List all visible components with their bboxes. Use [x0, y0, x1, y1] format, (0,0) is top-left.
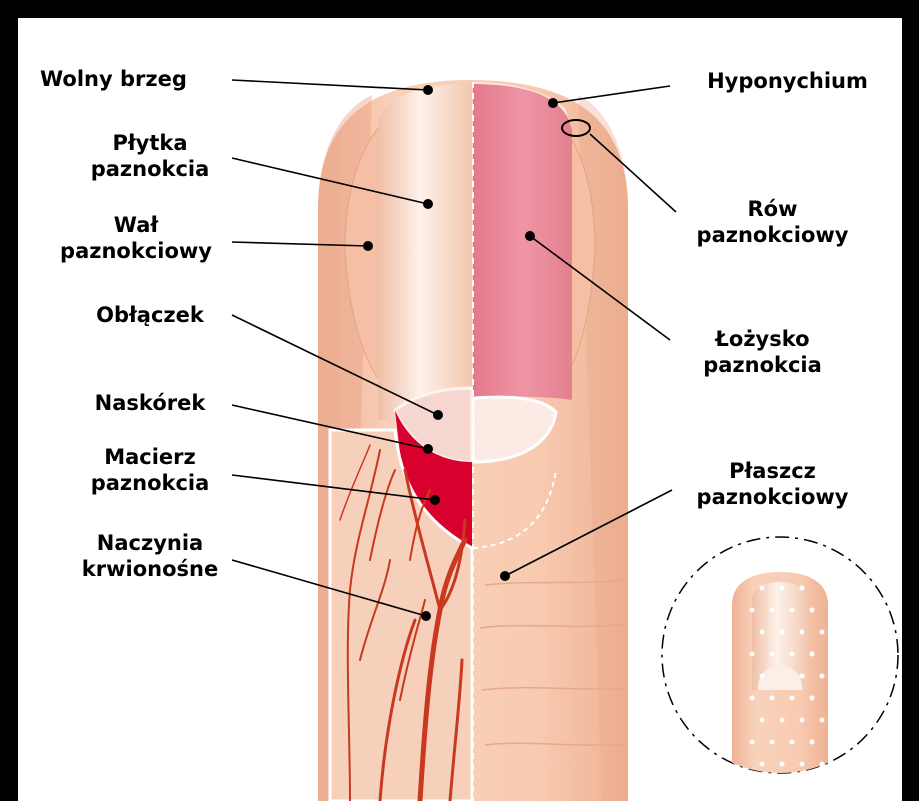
label-nail-bed: Łożysko paznokcia: [650, 326, 875, 378]
label-hyponychium: Hyponychium: [675, 68, 900, 94]
label-cuticle: Naskórek: [70, 390, 230, 416]
label-nail-groove: Rów paznokciowy: [660, 196, 885, 248]
label-nail-matrix: Macierz paznokcia: [70, 444, 230, 496]
label-nail-mantle: Płaszcz paznokciowy: [660, 458, 885, 510]
label-free-edge: Wolny brzeg: [40, 66, 230, 92]
nail-plate: [378, 84, 472, 420]
nail-bed: [473, 84, 572, 400]
label-lunula: Obłączek: [70, 302, 230, 328]
label-nail-plate: Płytka paznokcia: [70, 130, 230, 182]
label-blood-vessels: Naczynia krwionośne: [70, 530, 230, 582]
label-nail-fold: Wał paznokciowy: [40, 212, 232, 264]
